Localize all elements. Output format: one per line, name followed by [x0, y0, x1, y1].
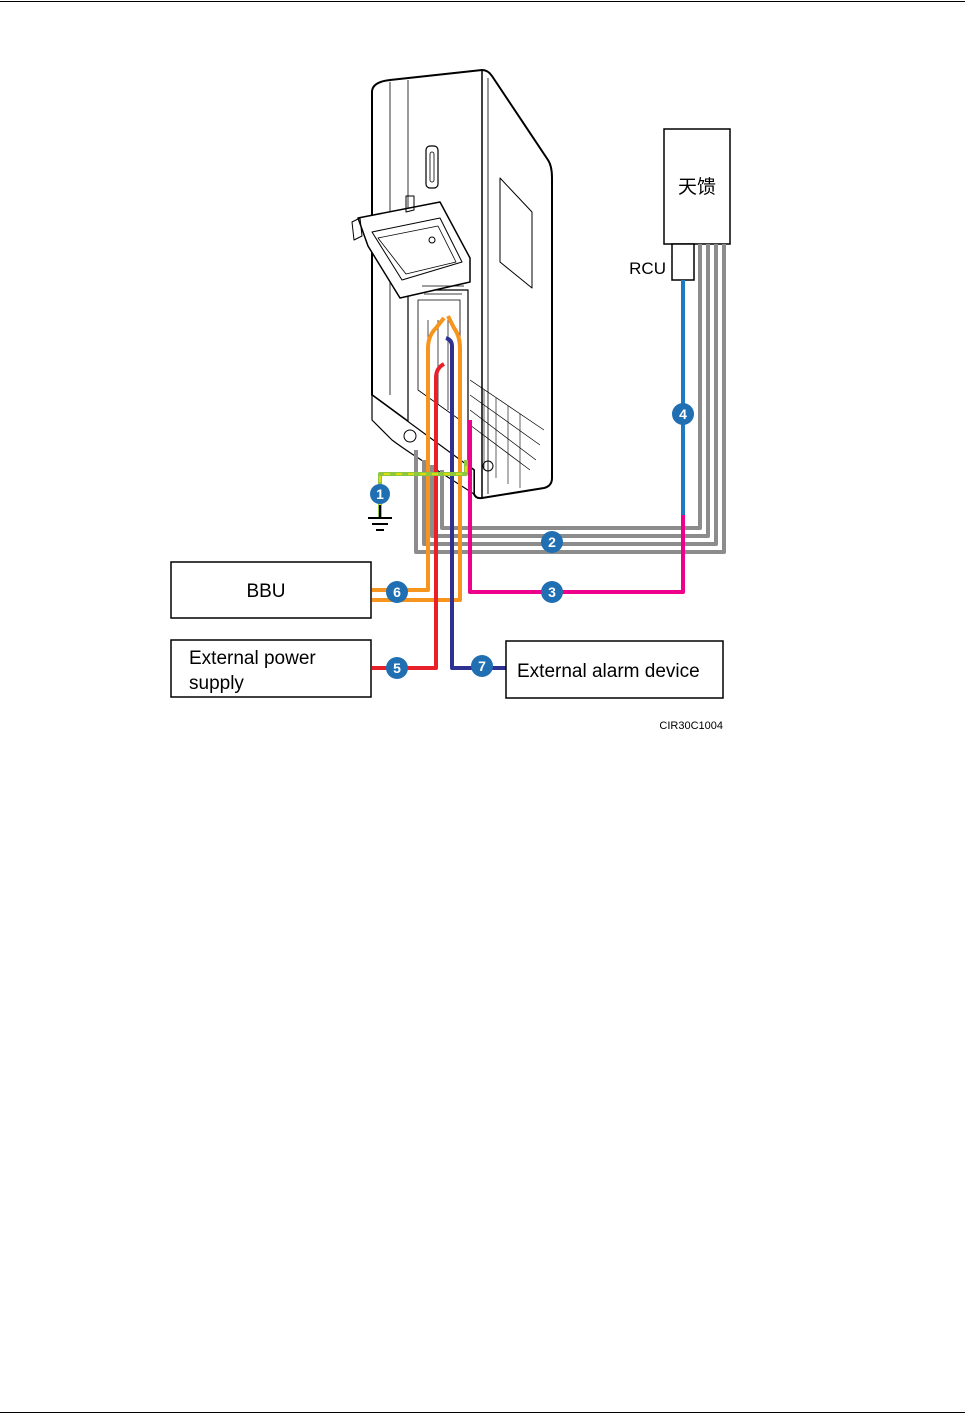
ground-symbol-icon: [368, 505, 392, 530]
antenna-label: 天馈: [678, 176, 716, 198]
alarm-device-label: External alarm device: [517, 661, 700, 682]
svg-text:2: 2: [548, 534, 556, 550]
svg-text:1: 1: [376, 486, 384, 502]
badge-2: 2: [541, 531, 563, 553]
svg-text:7: 7: [478, 658, 486, 674]
power-supply-label-line2: supply: [189, 673, 244, 694]
badge-6: 6: [386, 581, 408, 603]
svg-text:4: 4: [679, 406, 687, 422]
rcu-label: RCU: [629, 259, 666, 278]
badge-4: 4: [672, 403, 694, 425]
antenna-box: [664, 129, 730, 280]
rf-jumper-1: [442, 244, 700, 528]
svg-text:6: 6: [393, 584, 401, 600]
badge-1: 1: [370, 484, 390, 504]
badge-3: 3: [541, 581, 563, 603]
badge-5: 5: [386, 657, 408, 679]
svg-text:3: 3: [548, 584, 556, 600]
badge-7: 7: [471, 655, 493, 677]
figure-id: CIR30C1004: [659, 720, 723, 732]
svg-text:5: 5: [393, 660, 401, 676]
power-supply-label-line1: External power: [189, 648, 316, 669]
cable-3-aisg: [470, 420, 683, 592]
bbu-label: BBU: [246, 581, 285, 602]
